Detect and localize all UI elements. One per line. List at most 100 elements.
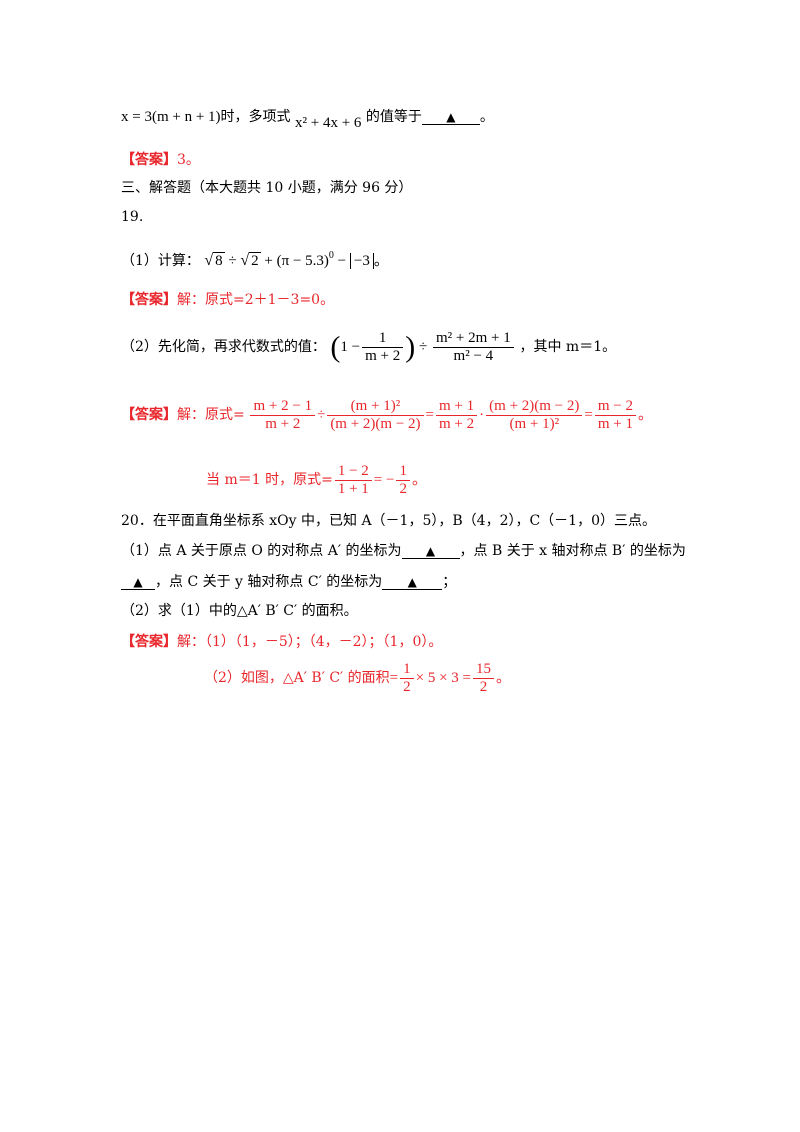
sqrt-8: 8: [213, 252, 225, 269]
dot-sign: ·: [479, 407, 485, 423]
fraction: (m + 2)(m − 2)(m + 1)²: [486, 398, 583, 433]
left-paren: (: [330, 330, 341, 364]
q18-condition: x = 3(m + n + 1): [121, 109, 221, 125]
numerator: 1: [400, 661, 414, 680]
q18-poly: x² + 4x + 6: [295, 115, 362, 131]
answer-blank-c: ▲: [382, 575, 443, 590]
answer-blank-b: ▲: [121, 575, 155, 590]
q18-text-end: 的值等于: [365, 109, 422, 125]
denominator: 2: [479, 679, 488, 696]
q19-part1-period: 。: [373, 253, 389, 269]
q20-part1-line2: ▲，点 C 关于 y 轴对称点 C′ 的坐标为▲；: [121, 572, 456, 592]
absolute-value: −3: [349, 253, 374, 269]
numerator: 1 − 2: [334, 463, 372, 482]
period: 。: [411, 472, 427, 488]
answer-label: 【答案】: [121, 634, 177, 650]
q19-part1: （1）计算： √8 ÷ √2 + (π − 5.3)0 − −3。: [121, 246, 389, 271]
divide-sign: ÷: [418, 339, 428, 355]
divide-sign: ÷: [317, 407, 326, 423]
minus-sign: −: [337, 253, 347, 269]
equals-sign: =: [425, 407, 435, 423]
q20-answer-part2-prefix: （2）如图，△A′ B′ C′ 的面积: [204, 670, 390, 686]
denominator: 1 + 1: [337, 481, 369, 498]
q20-part1-c: ，点 C 关于 y 轴对称点 C′ 的坐标为: [155, 574, 383, 590]
q18-text-mid: 时，多项式: [220, 109, 291, 125]
radical-sign: √: [204, 252, 214, 269]
denominator: (m + 1)²: [509, 416, 560, 433]
q20-part1-end: ；: [442, 574, 457, 590]
q19-part1-expression: √8 ÷ √2 + (π − 5.3)0 − −3。: [204, 250, 389, 269]
answer-label: 【答案】: [121, 152, 177, 168]
q18-answer-value: 3。: [177, 152, 200, 168]
substitution-prefix: 当 m＝1 时，原式=: [206, 472, 333, 488]
denominator: m + 2: [365, 348, 401, 365]
q19-number: 19.: [121, 209, 144, 225]
answer-label: 【答案】: [121, 292, 177, 308]
q18-line: x = 3(m + n + 1)时，多项式 x² + 4x + 6 的值等于▲。: [121, 107, 494, 131]
numerator: m + 2 − 1: [250, 398, 316, 417]
numerator: m + 1: [436, 398, 478, 417]
section-heading: 三、解答题（本大题共 10 小题，满分 96 分）: [121, 180, 413, 196]
denominator: 2: [403, 679, 411, 696]
q19-part2-condition: ，其中 m＝1。: [519, 339, 617, 355]
sqrt-2: 2: [249, 252, 261, 269]
numerator: (m + 1)²: [327, 398, 424, 417]
pi-term: + (π − 5.3): [264, 253, 329, 269]
numerator: m − 2: [594, 398, 636, 417]
divide-sign: ÷: [228, 253, 237, 269]
q19-part1-answer: 【答案】解：原式=2＋1－3=0。: [121, 290, 334, 310]
q19-part1-label: （1）计算：: [121, 253, 200, 269]
q20-stem: 20．在平面直角坐标系 xOy 中，已知 A（－1，5），B（4，2），C（－1…: [121, 513, 656, 529]
denominator: m + 2: [439, 416, 475, 433]
q18-answer: 【答案】3。: [121, 150, 200, 170]
q20-part1-b: ，点 B 关于 x 轴对称点 B′ 的坐标为: [459, 543, 686, 559]
q18-answer-blank: ▲: [421, 110, 480, 125]
q19-part1-answer-text: 解：原式=2＋1－3=0。: [177, 292, 335, 308]
denominator: m² − 4: [453, 348, 494, 365]
denominator: m + 2: [265, 416, 301, 433]
numerator: 1: [396, 463, 410, 482]
numerator: 15: [473, 661, 495, 680]
one-minus: 1 −: [340, 339, 361, 355]
equals-minus: = −: [373, 472, 395, 488]
answer-blank-a: ▲: [401, 544, 460, 559]
radical-sign: √: [240, 252, 250, 269]
denominator: m + 1: [597, 416, 633, 433]
equals-sign: =: [584, 407, 593, 423]
q18-period: 。: [479, 109, 494, 125]
denominator: 2: [399, 481, 407, 498]
answer-label: 【答案】: [121, 407, 177, 423]
times-expression: × 5 × 3 =: [415, 670, 472, 686]
exponent-zero: 0: [328, 250, 334, 261]
answer-prefix: 解：原式=: [177, 407, 245, 423]
q20-part1-line1: （1）点 A 关于原点 O 的对称点 A′ 的坐标为▲，点 B 关于 x 轴对称…: [121, 541, 686, 561]
numerator: (m + 2)(m − 2): [486, 398, 583, 417]
period: 。: [496, 670, 512, 686]
period: 。: [638, 407, 654, 423]
denominator: (m + 2)(m − 2): [330, 416, 421, 433]
q20-answer-part1-text: 解：（1）（1，－5）；（4，－2）；（1，0）。: [177, 634, 443, 650]
right-paren: ): [405, 330, 416, 364]
q20-part1-a: （1）点 A 关于原点 O 的对称点 A′ 的坐标为: [121, 543, 402, 559]
numerator: m² + 2m + 1: [432, 330, 514, 349]
q20-answer-part1: 【答案】解：（1）（1，－5）；（4，－2）；（1，0）。: [121, 632, 442, 652]
q20-part2: （2）求（1）中的△A′ B′ C′ 的面积。: [121, 603, 358, 619]
